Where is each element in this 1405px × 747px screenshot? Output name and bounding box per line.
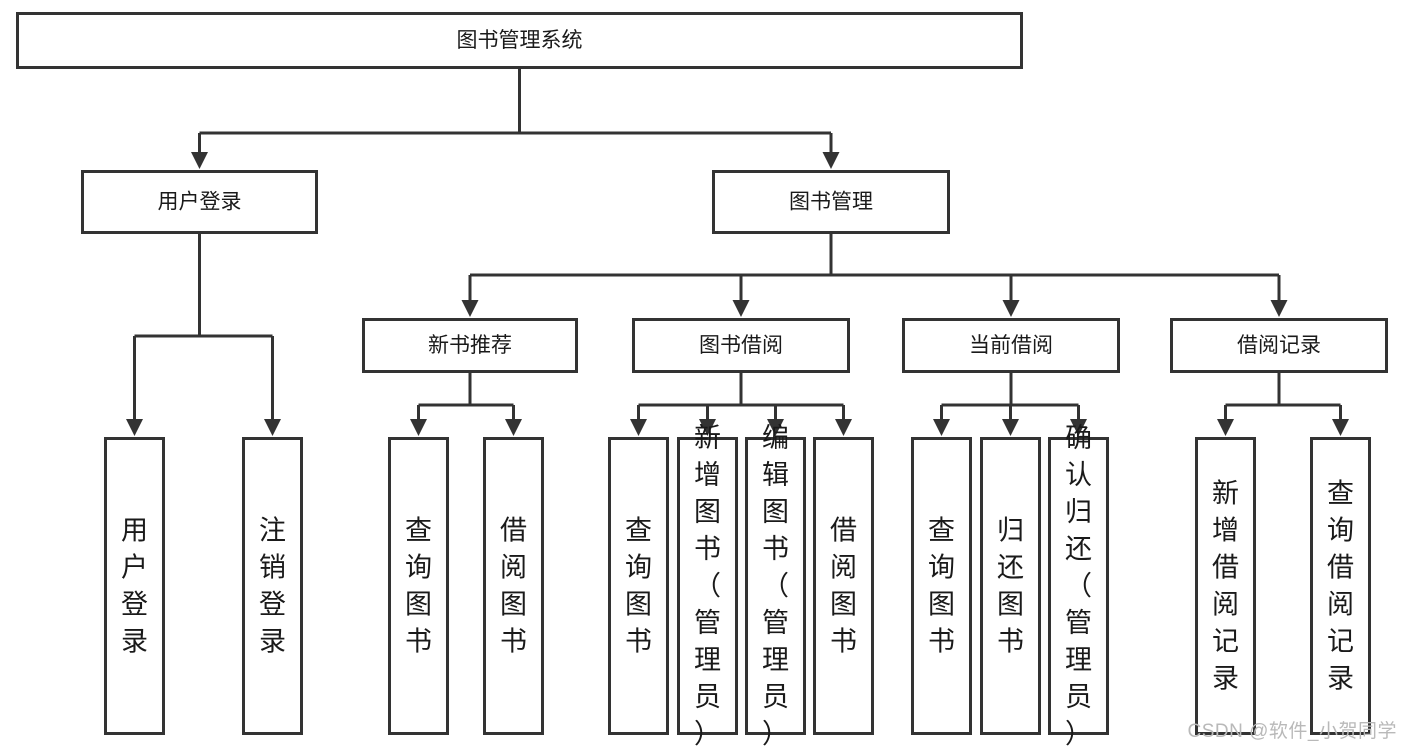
node-box[interactable] bbox=[1195, 437, 1256, 735]
node-box[interactable] bbox=[902, 318, 1120, 373]
node-label: 新书推荐 bbox=[428, 334, 512, 357]
node-box[interactable] bbox=[388, 437, 449, 735]
arrow-head-icon bbox=[1217, 419, 1234, 436]
edges-layer bbox=[126, 69, 1349, 436]
edge-group-new-book-rec bbox=[410, 373, 522, 436]
node-label: 图书管理系统 bbox=[457, 29, 583, 52]
node-leaf-query-book-2[interactable]: 查询图书 bbox=[608, 437, 669, 735]
edge-group-user-login bbox=[126, 234, 281, 436]
node-box[interactable] bbox=[813, 437, 874, 735]
node-label: 用户登录 bbox=[121, 516, 148, 657]
node-box[interactable] bbox=[1048, 437, 1109, 735]
arrow-head-icon bbox=[1270, 300, 1288, 317]
node-label: 查询图书 bbox=[928, 516, 955, 657]
node-book-manage[interactable]: 图书管理 bbox=[712, 170, 950, 234]
arrow-head-icon bbox=[732, 300, 750, 317]
node-label: 查询图书 bbox=[405, 516, 432, 657]
arrow-head-icon bbox=[1070, 419, 1087, 436]
node-label: 借阅记录 bbox=[1237, 334, 1321, 357]
node-leaf-confirm-return[interactable]: 确认归还（管理员） bbox=[1048, 423, 1109, 747]
arrow-head-icon bbox=[461, 300, 479, 317]
node-new-book-rec[interactable]: 新书推荐 bbox=[362, 318, 578, 373]
node-box[interactable] bbox=[104, 437, 165, 735]
node-leaf-query-book-3[interactable]: 查询图书 bbox=[911, 437, 972, 735]
node-leaf-edit-book[interactable]: 编辑图书（管理员） bbox=[745, 423, 806, 747]
node-label: 图书管理 bbox=[789, 191, 873, 214]
arrow-head-icon bbox=[191, 152, 208, 169]
node-box[interactable] bbox=[608, 437, 669, 735]
node-label: 编辑图书（管理员） bbox=[762, 423, 789, 747]
node-label: 查询借阅记录 bbox=[1327, 479, 1354, 694]
node-user-login[interactable]: 用户登录 bbox=[81, 170, 318, 234]
arrow-head-icon bbox=[699, 419, 716, 436]
arrow-head-icon bbox=[933, 419, 950, 436]
node-leaf-user-login[interactable]: 用户登录 bbox=[104, 437, 165, 735]
node-box[interactable] bbox=[677, 437, 738, 735]
arrow-head-icon bbox=[630, 419, 647, 436]
node-label: 图书借阅 bbox=[699, 334, 783, 357]
node-leaf-return-book[interactable]: 归还图书 bbox=[980, 437, 1041, 735]
node-box[interactable] bbox=[980, 437, 1041, 735]
edge-group-current-borrow bbox=[933, 373, 1087, 436]
node-box[interactable] bbox=[745, 437, 806, 735]
node-leaf-borrow-book-2[interactable]: 借阅图书 bbox=[813, 437, 874, 735]
node-box[interactable] bbox=[632, 318, 850, 373]
node-label: 新增图书（管理员） bbox=[694, 423, 721, 747]
node-box[interactable] bbox=[1310, 437, 1371, 735]
node-label: 借阅图书 bbox=[830, 516, 857, 657]
arrow-head-icon bbox=[126, 419, 143, 436]
watermark-label: CSDN @软件_小贺同学 bbox=[1187, 721, 1397, 742]
node-leaf-add-record[interactable]: 新增借阅记录 bbox=[1195, 437, 1256, 735]
nodes-layer: 图书管理系统用户登录图书管理新书推荐图书借阅当前借阅借阅记录用户登录注销登录查询… bbox=[16, 12, 1388, 747]
node-box[interactable] bbox=[362, 318, 578, 373]
node-label: 归还图书 bbox=[997, 516, 1024, 657]
node-label: 借阅图书 bbox=[500, 516, 527, 657]
node-label: 查询图书 bbox=[625, 516, 652, 657]
node-borrow-record[interactable]: 借阅记录 bbox=[1170, 318, 1388, 373]
edge-group-book-manage bbox=[461, 234, 1288, 317]
edge-group-root bbox=[191, 69, 840, 169]
node-current-borrow[interactable]: 当前借阅 bbox=[902, 318, 1120, 373]
node-box[interactable] bbox=[242, 437, 303, 735]
node-label: 用户登录 bbox=[158, 191, 242, 214]
node-box[interactable] bbox=[16, 12, 1023, 69]
arrow-head-icon bbox=[505, 419, 522, 436]
node-leaf-add-book[interactable]: 新增图书（管理员） bbox=[677, 423, 738, 747]
edge-group-book-borrow bbox=[630, 373, 852, 436]
arrow-head-icon bbox=[410, 419, 427, 436]
node-box[interactable] bbox=[81, 170, 318, 234]
node-box[interactable] bbox=[911, 437, 972, 735]
arrow-head-icon bbox=[1002, 419, 1019, 436]
edge-group-borrow-record bbox=[1217, 373, 1349, 436]
node-label: 注销登录 bbox=[259, 516, 286, 657]
node-root[interactable]: 图书管理系统 bbox=[16, 12, 1023, 69]
node-box[interactable] bbox=[483, 437, 544, 735]
node-box[interactable] bbox=[712, 170, 950, 234]
node-book-borrow[interactable]: 图书借阅 bbox=[632, 318, 850, 373]
node-leaf-query-book-1[interactable]: 查询图书 bbox=[388, 437, 449, 735]
node-label: 新增借阅记录 bbox=[1212, 479, 1239, 694]
node-leaf-borrow-book-1[interactable]: 借阅图书 bbox=[483, 437, 544, 735]
arrow-head-icon bbox=[822, 152, 840, 169]
node-leaf-query-record[interactable]: 查询借阅记录 bbox=[1310, 437, 1371, 735]
arrow-head-icon bbox=[1332, 419, 1349, 436]
arrow-head-icon bbox=[767, 419, 784, 436]
arrow-head-icon bbox=[264, 419, 281, 436]
node-box[interactable] bbox=[1170, 318, 1388, 373]
arrow-head-icon bbox=[1002, 300, 1020, 317]
node-label: 当前借阅 bbox=[969, 334, 1053, 357]
arrow-head-icon bbox=[835, 419, 852, 436]
node-label: 确认归还（管理员） bbox=[1065, 423, 1092, 747]
node-leaf-logout[interactable]: 注销登录 bbox=[242, 437, 303, 735]
